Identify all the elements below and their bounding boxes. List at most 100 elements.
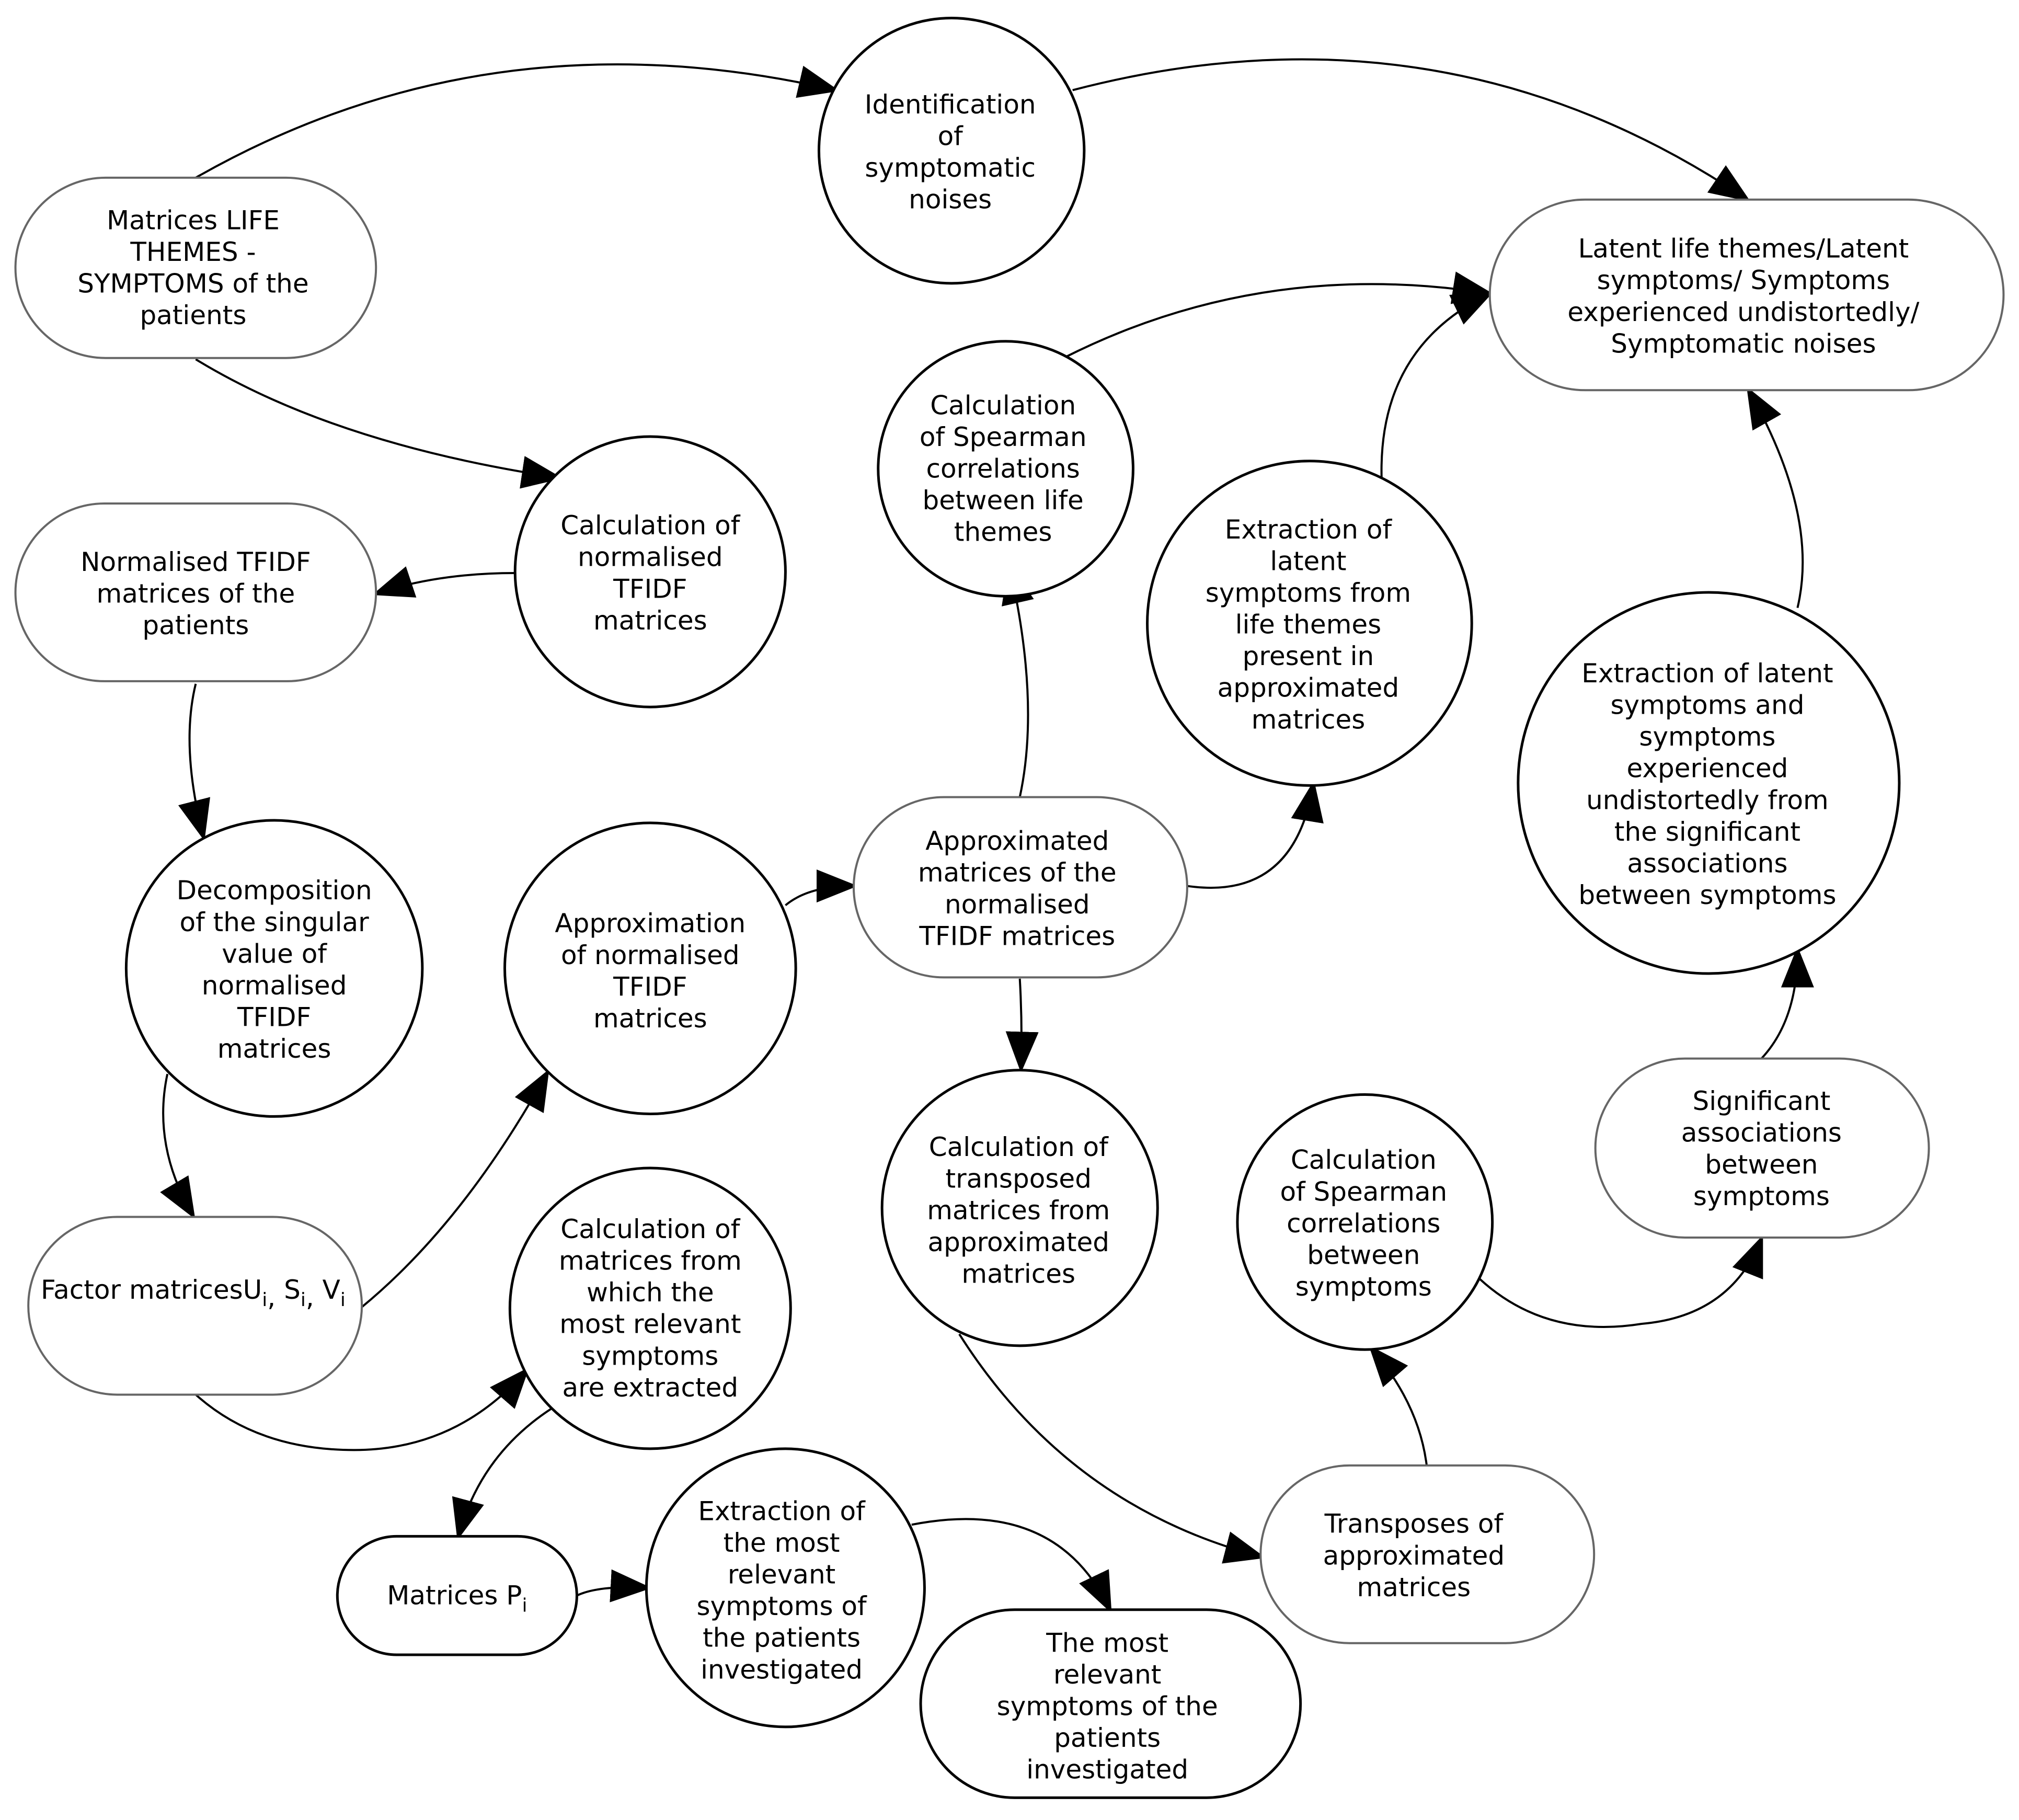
calc-normalised-tfidf-line-1: Calculation of xyxy=(560,510,740,541)
extraction-latent-from-life-line-5: present in xyxy=(1243,641,1374,671)
extraction-latent-significant-circle xyxy=(1517,591,1901,975)
identification-noises-circle xyxy=(817,16,1086,285)
life-themes-symptoms-line-3: SYMPTOMS of the xyxy=(77,269,308,299)
svd-circle xyxy=(124,819,424,1118)
approximation-line-2: of normalised xyxy=(561,940,740,970)
spearman-life-themes-circle xyxy=(877,340,1134,598)
extraction-latent-from-life-line-1: Extraction of xyxy=(1225,514,1393,545)
extraction-latent-from-life-circle xyxy=(1146,460,1473,787)
most-relevant-box xyxy=(919,1608,1302,1799)
significant-associations-line-1: Significant xyxy=(1692,1086,1830,1116)
svd-line-3: value of xyxy=(222,938,327,969)
approximation-line-3: TFIDF xyxy=(613,971,687,1002)
spearman-symptoms-line-4: between xyxy=(1307,1240,1420,1270)
edge-factor-matrices-to-approximation xyxy=(362,1069,547,1307)
normalised-tfidf-line-1: Normalised TFIDF xyxy=(81,547,311,577)
svd-line-2: of the singular xyxy=(180,907,370,937)
extraction-latent-significant-line-5: undistortedly from xyxy=(1586,785,1829,815)
identification-noises-line-2: of xyxy=(938,121,964,151)
approximation-line-4: matrices xyxy=(593,1003,707,1034)
edge-life-themes-symptoms-to-calc-normalised-tfidf xyxy=(196,359,563,489)
latent-outcomes-box xyxy=(1488,198,2005,392)
extraction-latent-significant-line-4: experienced xyxy=(1627,753,1788,784)
node-matrices-p: Matrices Pi xyxy=(336,1535,578,1656)
latent-outcomes-line-3: experienced undistortedly/ xyxy=(1567,297,1919,327)
svd-line-1: Decomposition xyxy=(177,875,372,906)
calc-normalised-tfidf-line-2: normalised xyxy=(578,542,723,573)
extraction-relevant-line-5: the patients xyxy=(703,1623,861,1653)
factor-matrices-formula-subscript: i xyxy=(340,1289,346,1311)
latent-outcomes-line-1: Latent life themes/Latent xyxy=(1578,234,1909,264)
spearman-life-themes-line-4: between life xyxy=(923,485,1084,516)
factor-matrices-box xyxy=(27,1216,363,1396)
normalised-tfidf-line-2: matrices of the xyxy=(97,578,295,609)
extraction-latent-from-life-line-6: approximated xyxy=(1218,673,1399,703)
most-relevant-line-5: investigated xyxy=(1026,1755,1188,1785)
life-themes-symptoms-line-2: THEMES - xyxy=(130,237,256,267)
factor-matrices-formula-separator: , xyxy=(267,1282,284,1312)
calc-relevant-line-3: which the xyxy=(587,1277,714,1308)
edge-svd-to-factor-matrices xyxy=(160,1074,193,1219)
factor-matrices-formula-v: V xyxy=(323,1275,340,1305)
spearman-life-themes-line-3: correlations xyxy=(926,454,1080,484)
transposes-line-2: approximated xyxy=(1323,1540,1505,1571)
matrices-p-subscript: i xyxy=(522,1595,527,1617)
spearman-symptoms-line-5: symptoms xyxy=(1295,1272,1432,1302)
transposes-line-3: matrices xyxy=(1357,1572,1471,1602)
calc-relevant-line-4: most relevant xyxy=(559,1309,741,1340)
spearman-symptoms-line-1: Calculation xyxy=(1291,1145,1437,1175)
edge-spearman-symptoms-to-significant-associations xyxy=(1479,1235,1761,1327)
calc-relevant-line-2: matrices from xyxy=(559,1246,742,1276)
spearman-symptoms-line-3: correlations xyxy=(1287,1208,1440,1239)
approximated-matrices-box xyxy=(852,796,1188,979)
svd-line-6: matrices xyxy=(217,1034,331,1064)
edge-calc-transposed-to-transposes xyxy=(959,1334,1266,1564)
factor-matrices-formula-separator: , xyxy=(306,1282,323,1312)
edge-approximated-matrices-to-spearman-life-themes xyxy=(1002,563,1034,797)
edge-significant-associations-to-extraction-latent-significant xyxy=(1761,946,1814,1059)
extraction-latent-from-life-line-2: latent xyxy=(1270,546,1346,576)
edge-spearman-life-themes-to-latent-outcomes xyxy=(1063,271,1494,358)
factor-matrices-formula-u: U xyxy=(243,1275,262,1305)
edge-extraction-relevant-to-most-relevant xyxy=(912,1519,1110,1613)
significant-associations-line-2: associations xyxy=(1681,1118,1842,1148)
calc-relevant-line-1: Calculation of xyxy=(560,1214,740,1244)
calc-transposed-line-5: matrices xyxy=(961,1258,1075,1289)
edge-calc-relevant-to-matrices-p xyxy=(452,1409,551,1540)
approximated-matrices-line-4: TFIDF matrices xyxy=(919,921,1115,951)
edge-approximated-matrices-to-extraction-latent-from-life xyxy=(1187,780,1324,888)
spearman-life-themes-line-2: of Spearman xyxy=(920,422,1087,452)
extraction-latent-from-life-line-4: life themes xyxy=(1235,610,1382,640)
spearman-symptoms-line-2: of Spearman xyxy=(1280,1176,1447,1207)
extraction-latent-significant-line-3: symptoms xyxy=(1639,722,1775,752)
spearman-life-themes-line-1: Calculation xyxy=(930,390,1076,420)
calc-transposed-line-1: Calculation of xyxy=(929,1132,1109,1162)
edges xyxy=(160,59,1814,1613)
latent-outcomes-line-4: Symptomatic noises xyxy=(1611,328,1876,359)
factor-matrices-formula-subscript: i xyxy=(301,1289,306,1311)
identification-noises-line-1: Identification xyxy=(865,89,1036,120)
edge-approximation-to-approximated-matrices xyxy=(785,869,858,906)
most-relevant-line-4: patients xyxy=(1054,1723,1161,1753)
calc-relevant-circle xyxy=(508,1166,792,1450)
